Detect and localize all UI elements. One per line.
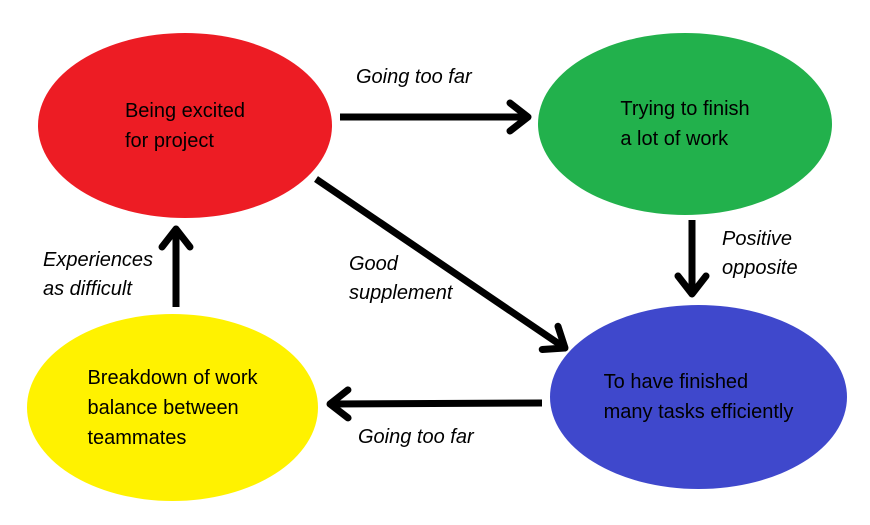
edge-label-line: Good [349,253,398,275]
edge-label-line: supplement [349,282,453,304]
node-text-line: a lot of work [620,128,729,150]
edge-label-going-too-far-top: Going too far [356,63,472,92]
node-breakdown-of-work-label: Breakdown of work balance between teamma… [87,363,257,453]
edge-label-line: as difficult [43,278,132,300]
node-text-line: Breakdown of work [87,366,258,389]
arrow-excited-to-finished-tasks [314,176,569,353]
edge-label-line: Positive [722,228,793,250]
node-text-line: teammates [87,426,187,449]
node-being-excited: Being excited for project [38,33,332,218]
node-finished-many-tasks-label: To have finished many tasks efficiently [604,367,794,427]
edge-label-experiences-as-difficult: Experiences as difficult [43,246,153,304]
node-text-line: balance between [87,396,239,419]
node-being-excited-label: Being excited for project [125,96,245,156]
node-text-line: for project [124,129,214,152]
node-text-line: Being excited [124,99,246,122]
edge-label-line: Experiences [43,249,154,271]
arrow-finished-tasks-to-breakdown [326,386,543,422]
edge-label-line: Going too far [358,426,474,448]
node-text-line: many tasks efficiently [603,401,794,423]
node-text-line: To have finished [603,371,749,393]
edge-label-good-supplement: Good supplement [349,250,452,308]
node-finished-many-tasks: To have finished many tasks efficiently [550,305,847,489]
node-breakdown-of-work: Breakdown of work balance between teamma… [27,314,318,501]
node-text-line: Trying to finish [620,98,750,120]
edge-label-line: Going too far [356,66,472,88]
node-trying-to-finish-label: Trying to finish a lot of work [620,94,749,154]
edge-label-positive-opposite: Positive opposite [722,225,798,283]
node-trying-to-finish: Trying to finish a lot of work [538,33,832,215]
edge-label-line: opposite [722,257,798,279]
edge-label-going-too-far-bottom: Going too far [358,423,474,452]
